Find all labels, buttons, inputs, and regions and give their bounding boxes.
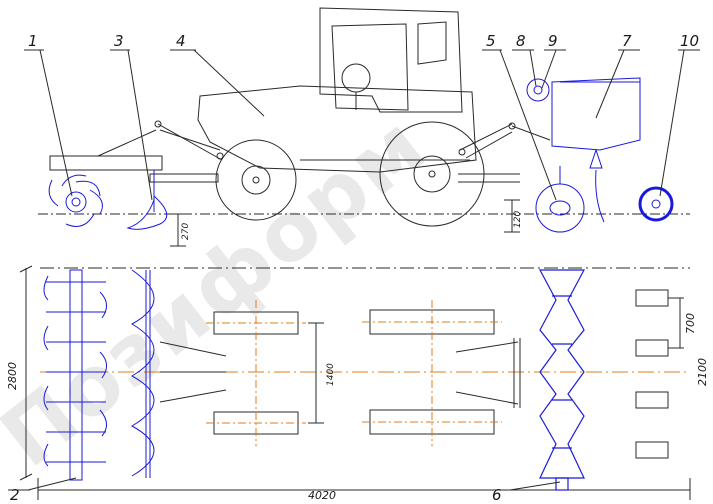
roller-plan bbox=[539, 269, 585, 491]
dim-track: 1400 bbox=[326, 363, 336, 386]
dim-wheel-spacing: 700 bbox=[684, 313, 697, 334]
callout-2: 2 bbox=[10, 486, 20, 504]
tiller-plan bbox=[43, 269, 107, 481]
leader-lines bbox=[8, 49, 700, 491]
roller-side bbox=[535, 166, 585, 233]
callout-3: 3 bbox=[114, 32, 124, 50]
tractor bbox=[49, 7, 551, 227]
callout-10: 10 bbox=[680, 32, 699, 50]
callout-9: 9 bbox=[548, 32, 558, 50]
callout-6: 6 bbox=[492, 486, 502, 504]
callout-1: 1 bbox=[28, 32, 38, 50]
callout-4: 4 bbox=[176, 32, 186, 50]
plough-plan bbox=[130, 269, 155, 478]
dim-height-right: 120 bbox=[513, 211, 523, 228]
callout-5: 5 bbox=[486, 32, 496, 50]
dim-width-total: 2800 bbox=[6, 362, 19, 390]
dim-row-width: 2100 bbox=[696, 358, 709, 386]
callout-8: 8 bbox=[516, 32, 526, 50]
dim-height-left: 270 bbox=[181, 223, 191, 240]
plough-body-side bbox=[126, 170, 168, 230]
side-view bbox=[38, 7, 690, 247]
callout-7: 7 bbox=[622, 32, 632, 50]
support-wheels-plan bbox=[635, 289, 684, 459]
plan-view bbox=[19, 265, 691, 500]
support-wheel bbox=[638, 186, 674, 222]
rotary-tiller-side bbox=[48, 174, 103, 227]
dim-length-total: 4020 bbox=[308, 489, 336, 502]
drive-sprocket bbox=[526, 78, 550, 102]
seed-hopper bbox=[551, 77, 641, 223]
